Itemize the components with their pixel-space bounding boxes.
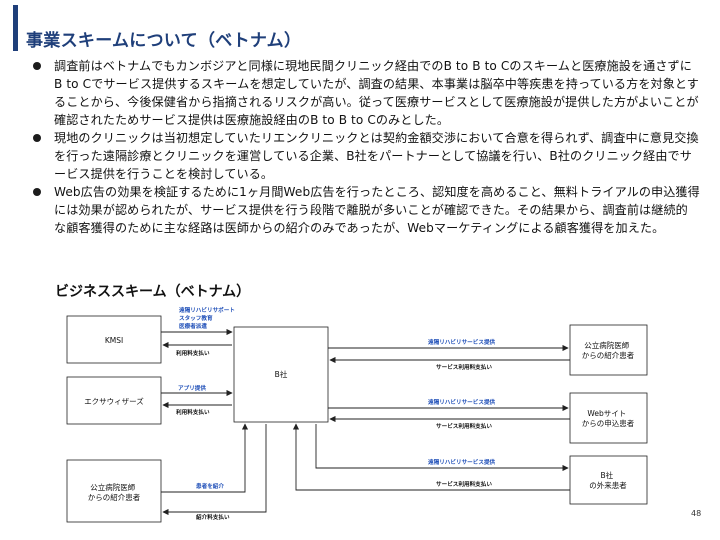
box-right1-line1: 公立病院医師 <box>584 340 629 350</box>
label-right1-service: 遠隔リハビリサービス提供 <box>428 338 496 346</box>
bullet-list: 調査前はベトナムでもカンボジアと同様に現地民間クリニック経由でのB to B t… <box>28 57 700 237</box>
box-kmsi: KMSI <box>66 315 162 364</box>
label-referral: 患者を紹介 <box>196 482 224 490</box>
box-right3-line2: の外来患者 <box>589 480 627 490</box>
box-right2-line2: からの申込患者 <box>582 418 635 428</box>
bullet-text: Web広告の効果を検証するために1ヶ月間Web広告を行ったところ、認知度を高める… <box>54 185 700 235</box>
box-company-b-label: B社 <box>275 369 288 379</box>
bullet-item: 現地のクリニックは当初想定していたリエンクリニックとは契約金額交渉において合意を… <box>28 129 700 183</box>
bullet-item: 調査前はベトナムでもカンボジアと同様に現地民間クリニック経由でのB to B t… <box>28 57 700 129</box>
bullet-dot-icon <box>33 134 41 142</box>
svg-text:Webサイト からの申込患者: Webサイト からの申込患者 <box>582 409 635 428</box>
label-kmsi-service-2: スタッフ教育 <box>179 314 213 322</box>
label-referral-payment: 紹介料支払い <box>196 513 230 521</box>
box-exawizards: エクサウィザーズ <box>66 376 162 425</box>
box-right1-line2: からの紹介患者 <box>582 350 635 360</box>
box-left-referral-patients: 公立病院医師 からの紹介患者 <box>66 459 162 523</box>
svg-text:B社 の外来患者: B社 の外来患者 <box>589 470 627 490</box>
label-exa-payment: 利用料支払い <box>175 408 210 416</box>
title-accent-bar <box>13 5 18 51</box>
box-kmsi-label: KMSI <box>105 336 123 345</box>
label-right3-payment: サービス利用料支払い <box>436 480 492 488</box>
label-kmsi-service-3: 医療者派遣 <box>179 322 207 330</box>
arrow-right3-to-b <box>292 423 570 491</box>
bullet-dot-icon <box>33 188 41 196</box>
box-left-referral-line2: からの紹介患者 <box>88 492 141 502</box>
box-left-referral-line1: 公立病院医師 <box>90 482 135 492</box>
box-web-patients: Webサイト からの申込患者 <box>569 392 648 444</box>
box-exawizards-label: エクサウィザーズ <box>84 396 144 406</box>
bullet-text: 調査前はベトナムでもカンボジアと同様に現地民間クリニック経由でのB to B t… <box>54 59 699 127</box>
arrow-b-to-right3 <box>315 424 569 472</box>
arrow-referral-to-b <box>161 423 249 493</box>
bullet-item: Web広告の効果を検証するために1ヶ月間Web広告を行ったところ、認知度を高める… <box>28 183 700 237</box>
page-title: 事業スキームについて（ベトナム） <box>26 31 302 51</box>
box-company-b: B社 <box>233 326 329 423</box>
label-right1-payment: サービス利用料支払い <box>436 363 492 371</box>
label-kmsi-service-1: 遠隔リハビリサポート <box>179 306 235 314</box>
page-number: 48 <box>691 509 702 518</box>
label-right2-payment: サービス利用料支払い <box>436 422 492 430</box>
label-kmsi-payment: 利用料支払い <box>175 349 210 357</box>
bullet-dot-icon <box>33 62 41 70</box>
box-outpatients: B社 の外来患者 <box>569 455 648 505</box>
arrow-b-to-referral-payment <box>162 424 267 516</box>
box-right2-line1: Webサイト <box>587 409 626 418</box>
box-right-referral-patients: 公立病院医師 からの紹介患者 <box>569 324 648 376</box>
svg-text:公立病院医師 からの紹介患者: 公立病院医師 からの紹介患者 <box>582 340 635 360</box>
label-exa-service: アプリ提供 <box>178 384 206 392</box>
box-left-referral-label: 公立病院医師 からの紹介患者 <box>88 482 141 502</box>
bullet-text: 現地のクリニックは当初想定していたリエンクリニックとは契約金額交渉において合意を… <box>54 131 699 181</box>
label-right3-service: 遠隔リハビリサービス提供 <box>428 458 496 466</box>
diagram-title: ビジネススキーム（ベトナム） <box>55 284 251 300</box>
label-right2-service: 遠隔リハビリサービス提供 <box>428 398 496 406</box>
box-right3-line1: B社 <box>600 470 613 480</box>
